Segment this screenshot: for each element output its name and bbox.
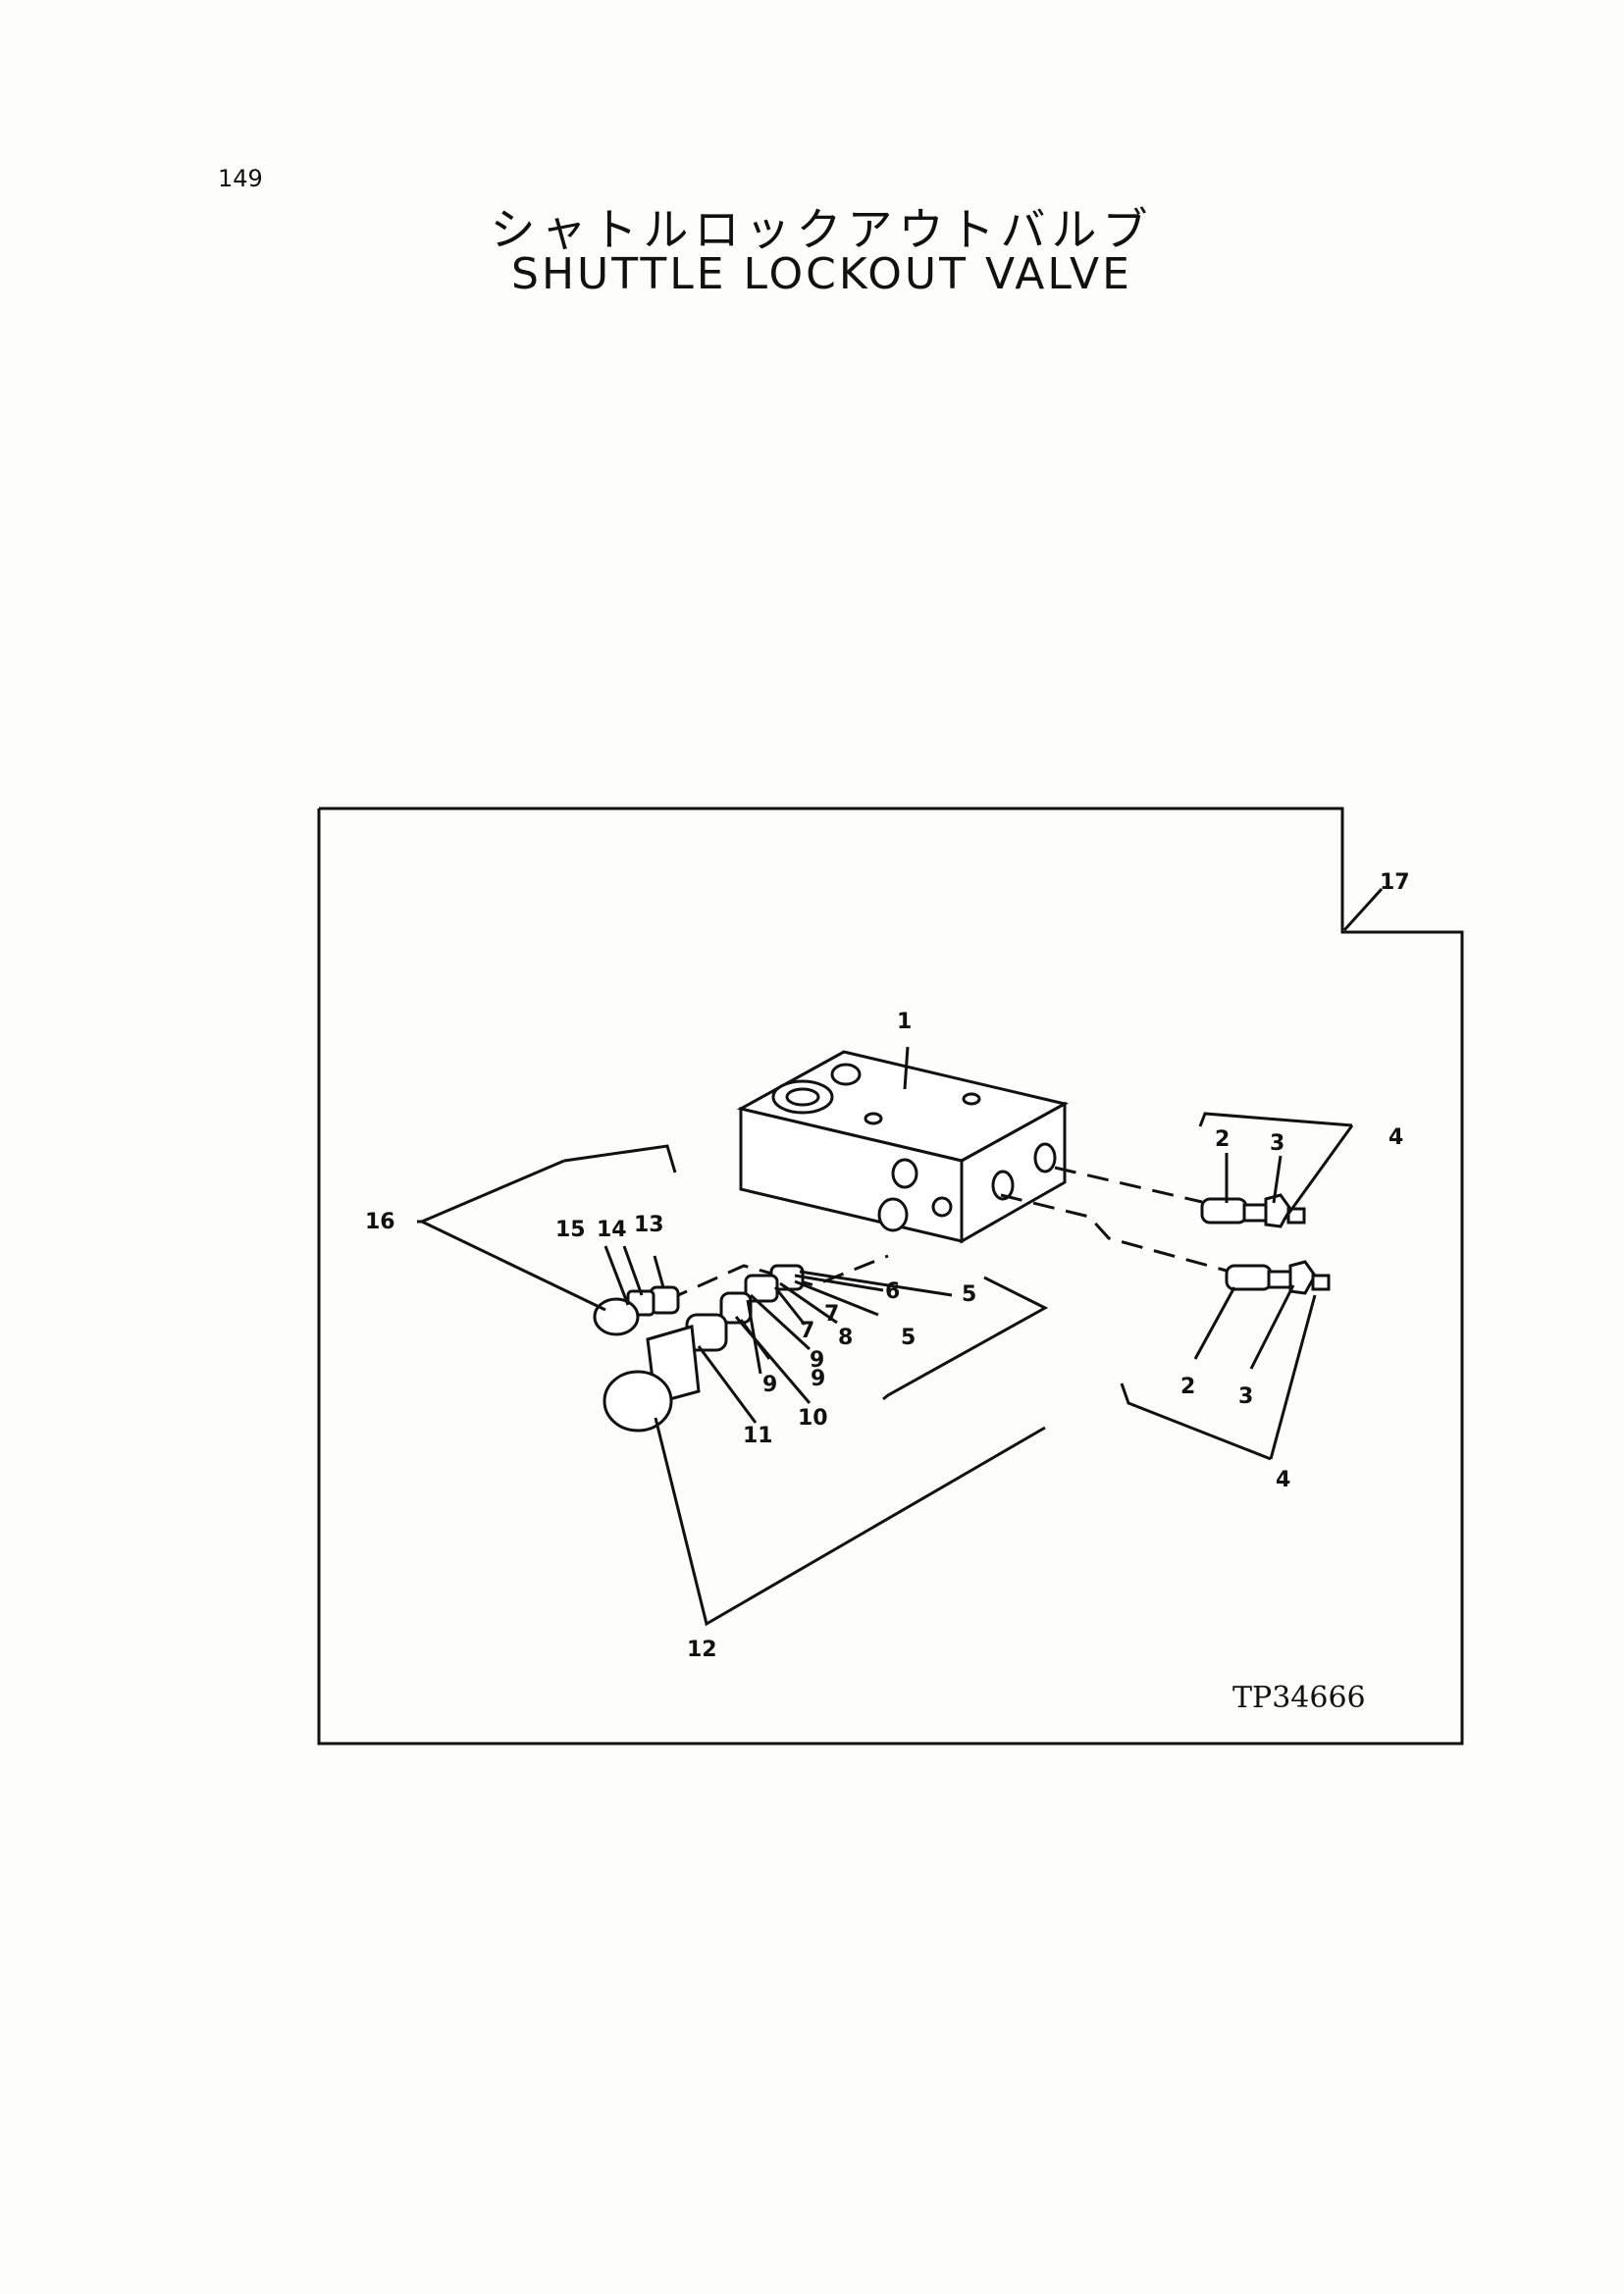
callout-5: 5 — [962, 1282, 976, 1307]
callouts: 1 2 3 4 2 3 4 5 6 5 7 8 7 9 9 9 10 11 12… — [365, 870, 1410, 1662]
dashed-line-right-lower — [1000, 1193, 1228, 1273]
page-number: 149 — [218, 165, 263, 192]
callout-9: 9 — [762, 1373, 777, 1397]
fitting-lower — [1225, 1260, 1331, 1295]
bracket-lines — [417, 1046, 1354, 1627]
dashed-line-right-upper — [1054, 1166, 1203, 1204]
callout-10: 10 — [798, 1406, 828, 1431]
callout-9: 9 — [811, 1367, 825, 1391]
callout-7: 7 — [800, 1319, 814, 1343]
callout-13: 13 — [634, 1213, 664, 1237]
callout-12: 12 — [687, 1638, 717, 1662]
plug-assembly-left — [593, 1285, 680, 1336]
shuttle-assembly — [602, 1264, 805, 1433]
callout-2: 2 — [1180, 1375, 1195, 1399]
title-english: SHUTTLE LOCKOUT VALVE — [511, 249, 1132, 299]
callout-8: 8 — [838, 1326, 853, 1350]
callout-17: 17 — [1380, 870, 1410, 895]
callout-14: 14 — [597, 1218, 627, 1242]
callout-2: 2 — [1215, 1127, 1230, 1152]
diagram-reference-code: TP34666 — [1232, 1681, 1366, 1715]
callout-9: 9 — [810, 1348, 824, 1373]
callout-6: 6 — [885, 1279, 900, 1304]
callout-3: 3 — [1270, 1131, 1284, 1156]
valve-block — [736, 1050, 1070, 1244]
callout-3: 3 — [1238, 1384, 1253, 1409]
callout-7: 7 — [824, 1302, 839, 1327]
callout-15: 15 — [555, 1218, 586, 1242]
callout-4: 4 — [1388, 1125, 1403, 1150]
callout-1: 1 — [897, 1010, 912, 1034]
callout-16: 16 — [365, 1210, 395, 1234]
callout-5: 5 — [901, 1326, 916, 1350]
diagram-frame — [317, 807, 1464, 1746]
leader-lines — [603, 1153, 1295, 1424]
callout-11: 11 — [743, 1424, 773, 1448]
callout-4: 4 — [1276, 1468, 1290, 1492]
leader-17 — [1342, 887, 1384, 932]
title-japanese: シャトルロックアウトバルブ — [490, 203, 1154, 256]
